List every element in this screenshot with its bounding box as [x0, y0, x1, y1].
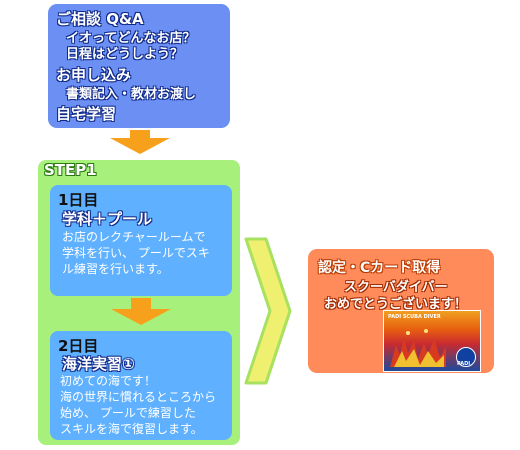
down-arrow-2 — [111, 298, 171, 325]
consult-line-2: 日程はどうしよう？ — [66, 47, 184, 62]
day1-title: 1日目 — [58, 191, 99, 209]
day1-subtitle: 学科＋プール — [62, 210, 153, 228]
consult-line-1: イオってどんなお店？ — [66, 31, 196, 46]
chevron-right-icon — [244, 237, 292, 385]
day1-desc-3: ル練習を行います。 — [62, 262, 169, 276]
day1-desc-2: 学科を行い、 プールでスキ — [62, 246, 210, 260]
card-logo-text: PADI — [457, 361, 471, 367]
day2-desc-1: 初めての海です！ — [60, 374, 157, 388]
cert-title: 認定・Cカード取得 — [318, 260, 441, 276]
coral-reef-icon — [390, 329, 446, 367]
day2-subtitle: 海洋実習① — [62, 355, 135, 373]
apply-line: 書類記入・教材お渡し — [66, 87, 197, 102]
cert-line-2: おめでとうございます！ — [324, 297, 468, 312]
day2-desc-2: 海の世界に慣れるところから — [60, 390, 217, 404]
consult-heading: ご相談 Q&A — [56, 10, 144, 28]
day1-desc-1: お店のレクチャールームで — [62, 230, 206, 244]
day2-desc-4: スキルを海で復習します。 — [60, 422, 203, 436]
day2-box: 2日目 海洋実習① 初めての海です！ 海の世界に慣れるところから 始め、 プール… — [50, 331, 232, 440]
day1-box: 1日目 学科＋プール お店のレクチャールームで 学科を行い、 プールでスキ ル練… — [50, 185, 232, 296]
apply-heading: お申し込み — [56, 66, 132, 84]
padi-logo-icon — [456, 347, 476, 367]
cert-line-1: スクーバダイバー — [344, 280, 448, 295]
step-label: STEP1 — [44, 161, 97, 179]
down-arrow-1 — [110, 130, 170, 154]
day2-title: 2日目 — [58, 337, 99, 355]
home-study-label: 自宅学習 — [56, 105, 117, 123]
card-title: PADI SCUBA DIVER — [388, 314, 441, 320]
day2-desc-3: 始め、 プールで練習した — [60, 406, 196, 420]
consultation-box: ご相談 Q&A イオってどんなお店？ 日程はどうしよう？ お申し込み 書類記入・… — [48, 4, 230, 128]
padi-c-card-image: PADI SCUBA DIVER PADI — [383, 310, 481, 372]
